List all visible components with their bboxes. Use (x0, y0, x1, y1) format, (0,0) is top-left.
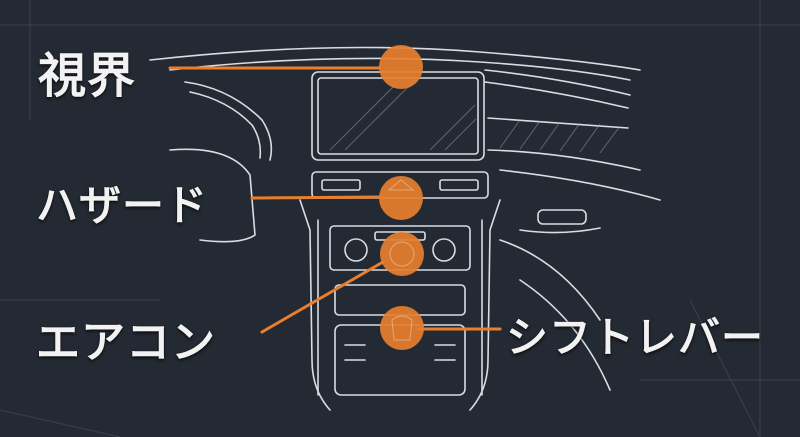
dashboard-lineart (149, 46, 661, 411)
visibility-label: 視界 (38, 48, 137, 104)
aircon-marker (380, 232, 424, 276)
screen-hatch (329, 79, 477, 151)
trim-hatch (499, 119, 621, 154)
shift-lever-marker (380, 306, 424, 350)
aircon-callout-line (260, 260, 385, 334)
shift-lever-label: シフトレバー (506, 313, 765, 362)
aircon-label: エアコン (36, 317, 216, 368)
hazard-label: ハザード (36, 181, 209, 230)
hazard-marker (379, 176, 423, 220)
visibility-marker (379, 45, 423, 89)
callout-lines (168, 66, 502, 334)
hazard-callout-line (250, 195, 384, 200)
marker-overlay-detail (387, 179, 415, 341)
markers (379, 45, 424, 350)
